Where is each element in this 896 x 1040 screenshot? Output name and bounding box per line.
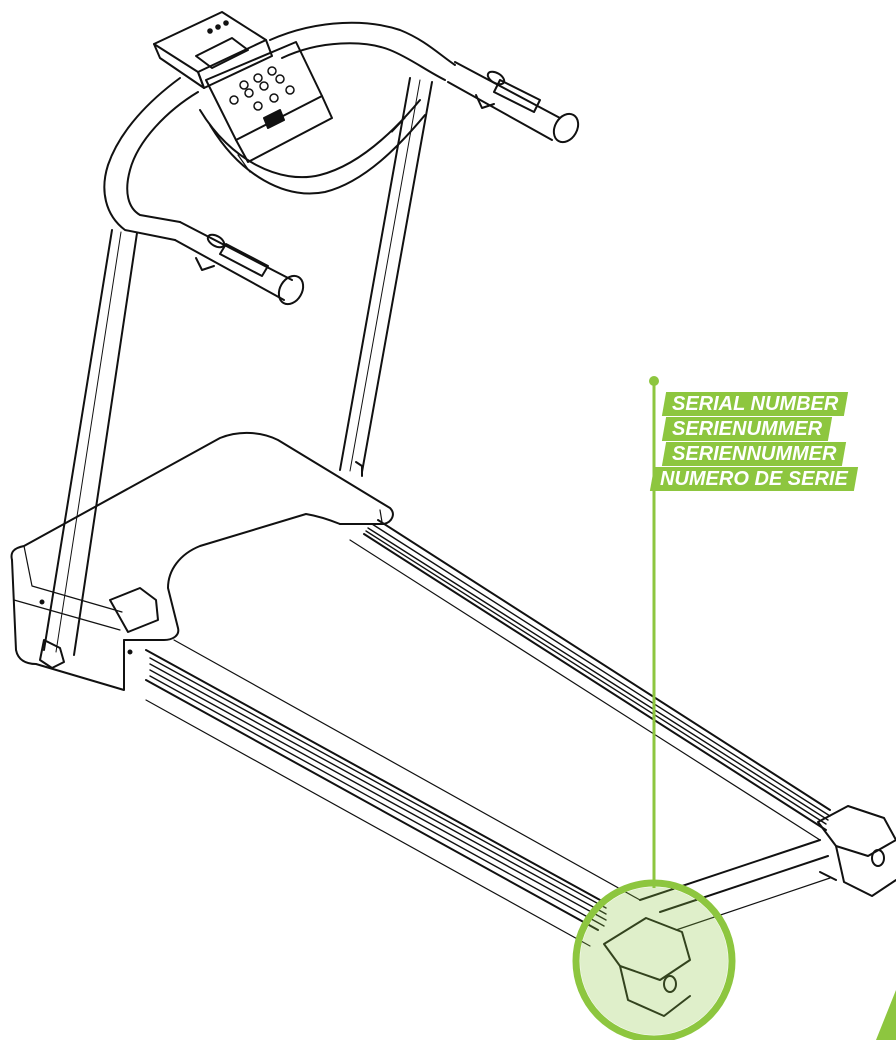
- corner-accent: [876, 990, 896, 1040]
- label-english: SERIAL NUMBER: [661, 392, 849, 416]
- left-hand-grip: [174, 221, 305, 306]
- serial-number-callout: [572, 376, 736, 1040]
- label-french: NUMERO DE SERIE: [649, 467, 858, 491]
- serial-location-highlight: [572, 879, 736, 1040]
- rear-left-end-cap: [603, 917, 691, 1017]
- callout-dot: [649, 376, 659, 386]
- left-upright-post: [43, 229, 138, 656]
- serial-number-labels: SERIAL NUMBER SERIENUMMER SERIENNUMMER N…: [649, 392, 858, 492]
- label-dutch: SERIENUMMER: [661, 417, 833, 441]
- console: [153, 11, 333, 163]
- handlebar-frame: [103, 21, 456, 241]
- right-hand-grip: [447, 61, 580, 144]
- rear-right-end-cap: [817, 805, 896, 897]
- label-german: SERIENNUMMER: [661, 442, 847, 466]
- front-foot: [39, 461, 363, 669]
- treadmill-deck: [145, 519, 831, 947]
- motor-hood: [10, 432, 394, 691]
